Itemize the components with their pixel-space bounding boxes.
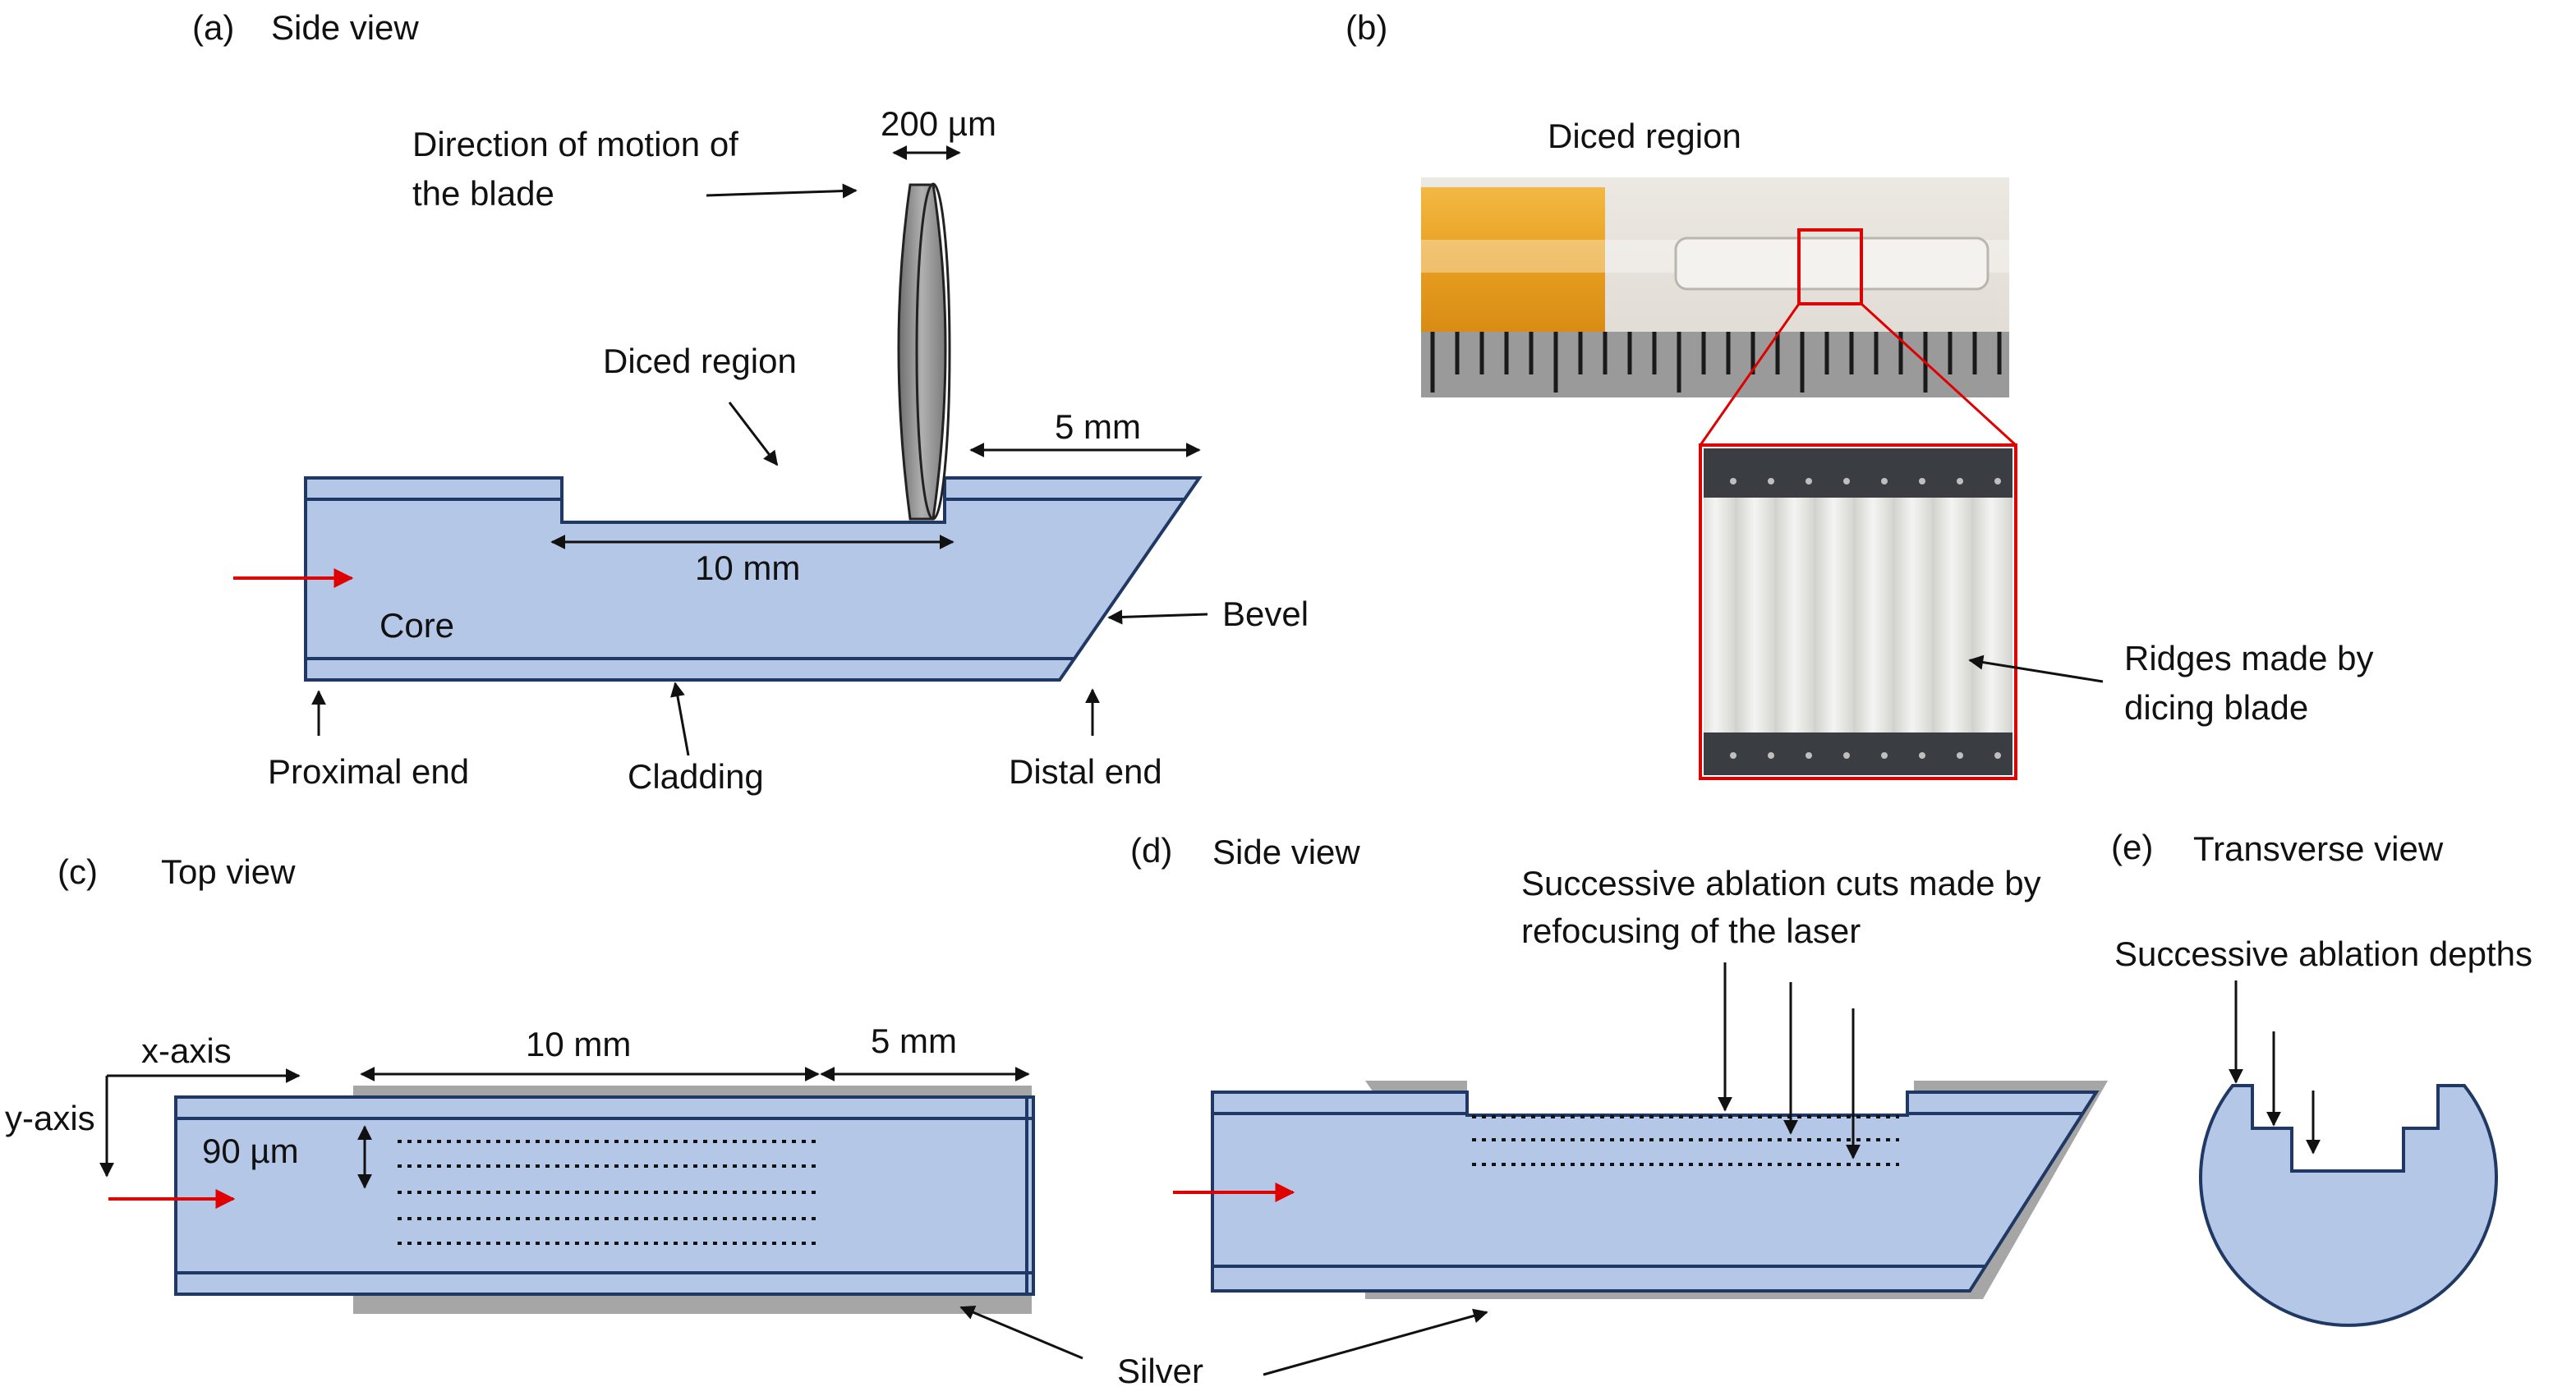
micrograph-dot [1919, 478, 1925, 484]
diced-region-label: Diced region [603, 342, 797, 380]
panel-d-letter: (d) [1130, 831, 1172, 870]
panel-c-letter: (c) [58, 852, 98, 891]
bevel-arrow [1107, 609, 1208, 625]
blade-motion-label-2: the blade [412, 174, 554, 213]
core-label: Core [380, 606, 454, 645]
fiber-cross-section [2199, 1084, 2498, 1327]
micrograph-dot [1994, 478, 2001, 484]
micrograph-dot [1843, 752, 1850, 759]
micrograph-dot [1730, 478, 1736, 484]
ridges-label-1: Ridges made by [2124, 639, 2374, 677]
ablation-lines-top-view [398, 1140, 818, 1245]
panel-c: (c) Top view x-axis y-axis 10 mm 5 mm 90… [5, 852, 1488, 1390]
micrograph-dot [1994, 752, 2001, 759]
panel-b: (b) Diced region Ridges made by [1346, 8, 2374, 780]
zoom-highlight-box [1797, 228, 1863, 305]
end-length-label: 5 mm [871, 1022, 957, 1060]
bevel-label: Bevel [1222, 595, 1309, 633]
distal-length-label: 5 mm [1055, 407, 1141, 446]
micrograph-dot [1881, 478, 1888, 484]
cladding-arrow [670, 682, 690, 756]
cut-length-label: 10 mm [526, 1025, 631, 1063]
blade-width-label: 200 µm [881, 104, 996, 143]
zoom-line-left [1699, 303, 1801, 446]
micrograph-dot [1806, 478, 1812, 484]
depths-label: Successive ablation depths [2114, 934, 2532, 973]
blade-disc-icon [897, 182, 951, 521]
silver-arrow-top-view [959, 1305, 1083, 1360]
x-axis-label: x-axis [141, 1031, 232, 1070]
micrograph-dot [1843, 478, 1850, 484]
panel-a-letter: (a) [192, 8, 234, 47]
silver-label: Silver [1117, 1352, 1203, 1390]
ablation-lines-side-view [1472, 1115, 1899, 1166]
micrograph-dot [1957, 752, 1963, 759]
panel-e: (e) Transverse view Successive ablation … [2111, 828, 2532, 1327]
micrograph-dot [1806, 752, 1812, 759]
fiber-side-view-d [1211, 1091, 2100, 1293]
micrograph-icon [1699, 443, 2017, 780]
micrograph-dot [1730, 752, 1736, 759]
ridges-label-2: dicing blade [2124, 688, 2308, 727]
panel-c-title: Top view [161, 852, 296, 891]
micrograph-dot [1957, 478, 1963, 484]
diced-length-label: 10 mm [695, 549, 800, 587]
micrograph-dot [1768, 752, 1774, 759]
ridges-arrow [1968, 654, 2104, 683]
panel-e-letter: (e) [2111, 828, 2153, 866]
fiber-top-view [174, 1095, 1035, 1296]
proximal-end-label: Proximal end [268, 752, 469, 791]
blade-motion-arrow [706, 183, 858, 199]
spacing-label: 90 µm [202, 1132, 299, 1170]
panel-d-title: Side view [1212, 833, 1360, 871]
micrograph-dot [1919, 752, 1925, 759]
panel-b-letter: (b) [1346, 8, 1387, 47]
micrograph-dot [1881, 752, 1888, 759]
panel-e-title: Transverse view [2193, 829, 2444, 868]
blade-motion-label-1: Direction of motion of [412, 125, 738, 163]
diced-region-photo-label: Diced region [1548, 117, 1741, 155]
silver-arrow-side-view [1263, 1308, 1488, 1376]
ablation-label-2: refocusing of the laser [1521, 912, 1861, 950]
zoom-line-right [1860, 302, 2017, 447]
micrograph-dot [1768, 478, 1774, 484]
ablation-label-1: Successive ablation cuts made by [1521, 864, 2041, 902]
panel-a: (a) Side view 200 µm Direction of motion… [192, 8, 1309, 796]
panel-d: (d) Side view Successive ablation cuts m… [1130, 831, 2108, 1299]
cladding-label: Cladding [628, 757, 764, 796]
panel-a-title: Side view [271, 8, 419, 47]
y-axis-label: y-axis [5, 1099, 95, 1137]
distal-end-label: Distal end [1009, 752, 1162, 791]
fiber-photo [1421, 177, 2009, 397]
diced-region-arrow [728, 402, 779, 466]
ruler-icon [1421, 332, 2009, 397]
